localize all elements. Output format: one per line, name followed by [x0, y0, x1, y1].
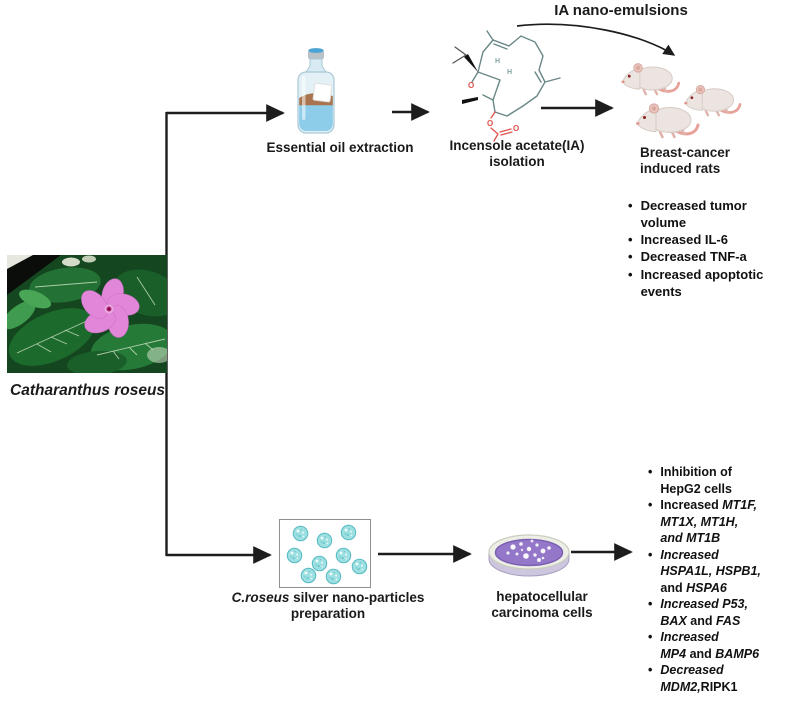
effect-text: Increased MP4 and BAMP6 [660, 629, 759, 662]
text-segment: MT1F, MT1X, MT1H, and MT1B [660, 498, 757, 545]
text-segment: Inhibition of HepG2 cells [660, 465, 732, 496]
incensole-acetate-structure-icon: O O O H H [452, 30, 561, 142]
text-segment: silver nano-particles preparation [290, 590, 425, 621]
effect-text: Increased apoptotic events [640, 266, 764, 299]
essential-oil-bottle-icon [297, 48, 335, 134]
rat-icon [621, 60, 681, 97]
rat-icon [636, 100, 700, 140]
text-segment: and [690, 613, 716, 628]
text-segment: Increased [660, 498, 723, 512]
svg-text:O: O [468, 81, 474, 90]
bullet-dot: • [628, 266, 633, 282]
text-segment: Increased P53, BAX [660, 597, 748, 628]
effect-item: • Decreased tumor volume [628, 197, 784, 231]
text-segment: Increased MP4 [660, 630, 719, 661]
catharanthus-roseus-photo [7, 255, 167, 373]
effect-item: • Increased apoptotic events [628, 266, 784, 300]
text-segment: C.roseus [231, 590, 290, 605]
bullet-dot: • [648, 663, 653, 677]
flower [81, 278, 140, 338]
svg-text:H: H [495, 58, 500, 65]
text-segment: BAMP6 [715, 646, 760, 661]
text-segment: RIPK1 [700, 679, 738, 694]
effect-item: • Decreased MDM2,RIPK1 [648, 662, 784, 695]
bullet-dot: • [648, 597, 653, 611]
nanoparticle-dots [286, 524, 368, 585]
rat-effects-list: •Decreased tumor volume •Increased IL-6 … [628, 197, 784, 300]
text-segment: HSPA6 [686, 580, 727, 595]
text-segment: FAS [715, 613, 741, 628]
effect-item: • Increased MT1F, MT1X, MT1H, and MT1B [648, 497, 784, 547]
effect-text: Increased HSPA1L, HSPB1, and HSPA6 [660, 547, 761, 597]
rats-label: Breast-cancer induced rats [640, 145, 731, 176]
petri-dish-icon [488, 534, 570, 577]
effect-item: • Increased MP4 and BAMP6 [648, 629, 784, 662]
text-segment: Increased HSPA1L, HSPB1, [660, 547, 761, 579]
effect-item: • Inhibition of HepG2 cells [648, 464, 784, 497]
curved-arrow-ia-nanoemulsion [516, 23, 676, 56]
bullet-dot: • [628, 249, 633, 265]
effect-item: • Increased P53, BAX and FAS [648, 596, 784, 629]
bullet-dot: • [628, 232, 633, 248]
effect-text: Inhibition of HepG2 cells [660, 464, 732, 497]
extraction-label: Essential oil extraction [266, 140, 414, 155]
effect-text: Increased MT1F, MT1X, MT1H, and MT1B [660, 497, 757, 547]
plant-caption: Catharanthus roseus [10, 382, 166, 399]
svg-text:H: H [507, 69, 512, 76]
svg-text:O: O [487, 119, 493, 128]
bullet-dot: • [648, 630, 653, 644]
bullet-dot: • [628, 198, 633, 213]
isolation-label: Incensole acetate(IA) isolation [449, 138, 585, 169]
cells-label: hepatocellular carcinoma cells [491, 589, 593, 620]
text-segment: and [660, 580, 687, 595]
silver-nanoparticles-box-icon [279, 519, 371, 588]
effect-text: Decreased MDM2,RIPK1 [660, 662, 737, 695]
bullet-dot: • [648, 547, 653, 562]
ia-nano-emulsions-label: IA nano-emulsions [554, 2, 688, 19]
effect-item: • Decreased TNF-a [628, 248, 784, 265]
bullet-dot: • [648, 498, 653, 512]
effect-text: Increased IL-6 [640, 232, 728, 248]
svg-text:O: O [513, 124, 519, 133]
nano-caption: C.roseus silver nano-particles preparati… [232, 590, 425, 622]
effect-text: Decreased tumor volume [640, 198, 747, 231]
effect-text: Increased P53, BAX and FAS [660, 596, 748, 629]
bullet-dot: • [648, 465, 653, 479]
text-segment: Decreased MDM2, [660, 663, 724, 694]
effect-item: • Increased HSPA1L, HSPB1, and HSPA6 [648, 547, 784, 597]
effect-text: Decreased TNF-a [640, 249, 747, 265]
text-segment: and [689, 646, 716, 661]
effect-item: • Increased IL-6 [628, 231, 784, 248]
hepg2-effects-list: • Inhibition of HepG2 cells • Increased MT… [648, 464, 784, 695]
